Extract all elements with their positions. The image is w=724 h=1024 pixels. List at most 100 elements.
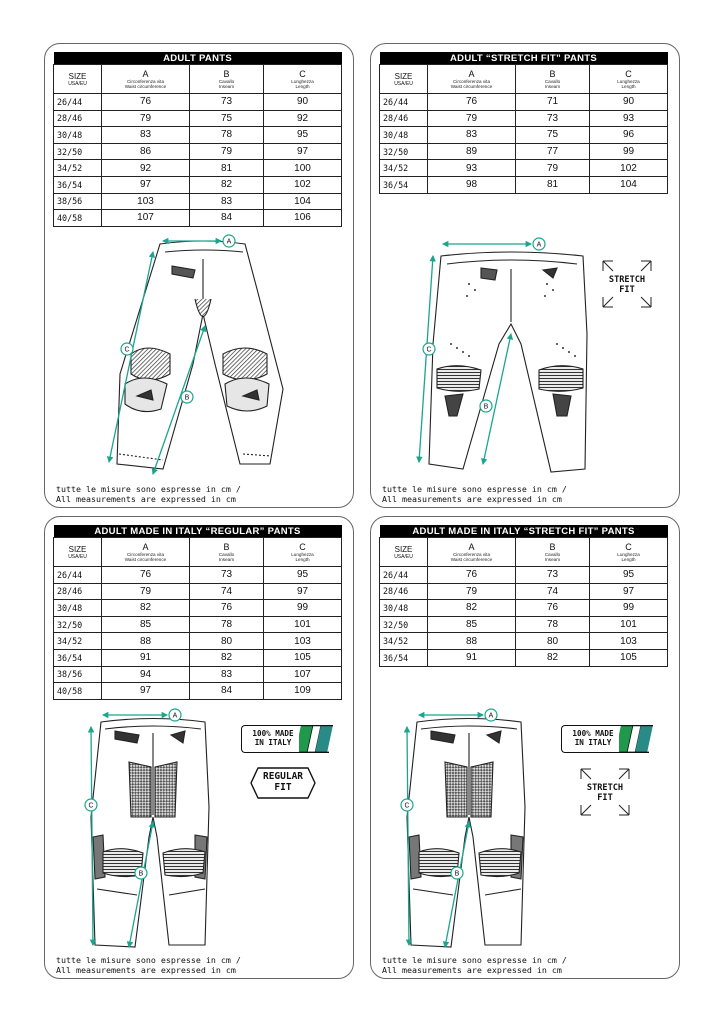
pants-diagram: A C B [416,237,588,473]
svg-text:A: A [173,713,178,720]
pants-diagram: A C B [106,234,284,476]
length-cell: 97 [263,582,342,601]
table-title: ADULT MADE IN ITALY “REGULAR” PANTS [53,525,342,538]
length-cell: 109 [263,682,342,700]
length-cell: 104 [589,175,668,194]
svg-text:B: B [185,395,190,402]
measurement-note: tutte le misure sono espresse in cm /All… [382,484,567,504]
measure-b-marker [479,399,493,413]
measure-b-marker [450,866,464,880]
measure-a-marker [222,234,236,248]
svg-text:B: B [484,404,489,411]
size-table: ADULT MADE IN ITALY “REGULAR” PANTS SIZE… [53,525,342,700]
measure-b-marker [180,390,194,404]
stretch-arrows-icon [602,260,652,308]
measure-c-marker [400,798,414,812]
size-chart-made-in-italy-stretch-fit-pants: ADULT MADE IN ITALY “STRETCH FIT” PANTS … [370,516,680,979]
size-table: ADULT MADE IN ITALY “STRETCH FIT” PANTS … [379,525,669,667]
size-chart-made-in-italy-regular-pants: ADULT MADE IN ITALY “REGULAR” PANTS SIZE… [44,516,354,979]
svg-text:B: B [455,871,460,878]
measure-c-marker [84,798,98,812]
svg-text:B: B [139,871,144,878]
measure-b-marker [134,866,148,880]
waist-cell: 98 [427,175,516,194]
length-cell: 106 [262,209,343,227]
measurement-note: tutte le misure sono espresse in cm /All… [56,955,241,975]
svg-text:C: C [426,347,431,354]
length-cell: 101 [588,615,669,634]
svg-text:A: A [537,242,542,249]
length-cell: 92 [262,109,343,128]
svg-text:C: C [124,347,129,354]
measure-c-marker [422,342,436,356]
measure-a-marker [532,237,546,251]
table-title: ADULT PANTS [53,52,342,65]
waist-cell: 97 [101,682,190,700]
measure-a-marker [168,708,182,722]
size-cell: 40/58 [53,682,102,700]
inseam-cell: 81 [515,175,590,194]
svg-text:A: A [489,713,494,720]
measurement-note: tutte le misure sono espresse in cm /All… [382,955,567,975]
table-title: ADULT MADE IN ITALY “STRETCH FIT” PANTS [379,525,668,538]
measure-a-marker [484,708,498,722]
table-title: ADULT “STRETCH FIT” PANTS [379,52,668,65]
italy-flag-stripes [619,725,653,753]
measure-c-marker [120,342,134,356]
stretch-arrows-icon [580,768,630,816]
italy-flag-stripes [299,725,333,753]
svg-text:A: A [227,239,232,246]
measurement-note: tutte le misure sono espresse in cm /All… [56,484,241,504]
pants-diagram: A C B [84,708,210,949]
inseam-cell: 82 [515,648,590,667]
inseam-cell: 84 [189,682,264,700]
length-cell: 105 [588,648,669,667]
size-cell: 36/54 [379,175,428,194]
size-cell: 40/58 [53,209,102,227]
